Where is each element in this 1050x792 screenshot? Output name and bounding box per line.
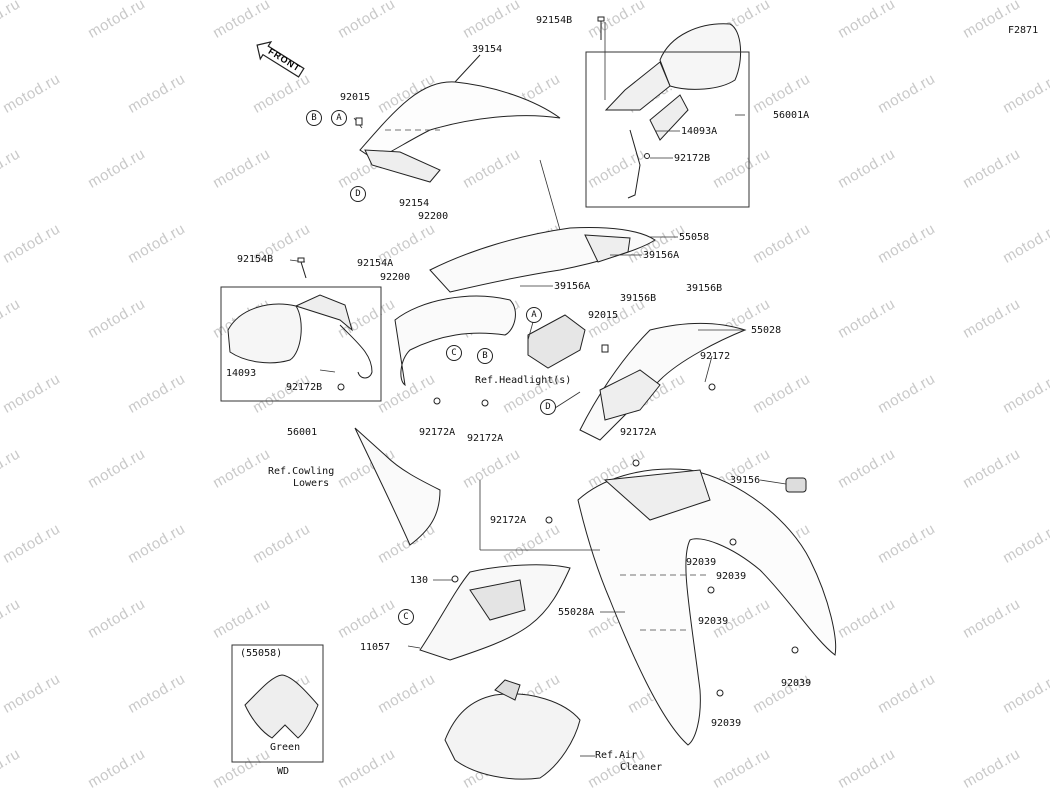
label-14093a: 14093A <box>681 126 718 137</box>
callout-b-2: B <box>477 348 493 364</box>
ref-cowling-lowers-1: Ref.Cowling <box>268 466 335 477</box>
label-130: 130 <box>410 575 429 586</box>
ref-air-cleaner-1: Ref.Air <box>595 750 638 761</box>
headlight-part <box>527 314 586 369</box>
side-cowl-part <box>577 468 837 746</box>
label-92172a-c: 92172A <box>620 427 657 438</box>
label-92015-top: 92015 <box>340 92 371 103</box>
label-green: Green <box>270 742 301 753</box>
label-55058-paren: (55058) <box>240 648 283 659</box>
label-92039-d: 92039 <box>781 678 812 689</box>
label-92039-a: 92039 <box>686 557 717 568</box>
callout-d-2: D <box>540 399 556 415</box>
label-56001a: 56001A <box>773 110 810 121</box>
front-arrow: FRONT <box>250 34 306 80</box>
ref-headlights: Ref.Headlight(s) <box>475 375 572 386</box>
callout-d: D <box>350 186 366 202</box>
mirror-left-part <box>227 303 302 364</box>
label-wd: WD <box>277 766 290 777</box>
label-39156a-b: 39156A <box>554 281 591 292</box>
label-92039-b: 92039 <box>716 571 747 582</box>
label-39154: 39154 <box>472 44 503 55</box>
label-92015-mid: 92015 <box>588 310 619 321</box>
callout-c-2: C <box>398 609 414 625</box>
air-cleaner-part <box>444 693 581 780</box>
label-92154: 92154 <box>399 198 430 209</box>
label-55058: 55058 <box>679 232 710 243</box>
label-92172a-b: 92172A <box>467 433 504 444</box>
label-39156b-a: 39156B <box>620 293 657 304</box>
label-39156a-a: 39156A <box>643 250 680 261</box>
inner-right-part <box>579 322 747 441</box>
label-92039-e: 92039 <box>711 718 742 729</box>
label-56001: 56001 <box>287 427 318 438</box>
ref-cowling-lowers-2: Lowers <box>293 478 330 489</box>
label-92200-a: 92200 <box>418 211 449 222</box>
label-92154b-top: 92154B <box>536 15 573 26</box>
mirror-right-part <box>659 23 742 90</box>
diagram-code: F2871 <box>1008 25 1039 36</box>
label-92172b-left: 92172B <box>286 382 323 393</box>
callout-b: B <box>306 110 322 126</box>
label-11057: 11057 <box>360 642 391 653</box>
callout-a: A <box>331 110 347 126</box>
callout-a-2: A <box>526 307 542 323</box>
label-92172a-d: 92172A <box>490 515 527 526</box>
label-92172b-right: 92172B <box>674 153 711 164</box>
front-arrow-icon <box>256 41 305 78</box>
label-55028: 55028 <box>751 325 782 336</box>
label-39156: 39156 <box>730 475 761 486</box>
callout-c: C <box>446 345 462 361</box>
label-92154a: 92154A <box>357 258 394 269</box>
windscreen-part <box>359 81 561 161</box>
label-55028a: 55028A <box>558 607 595 618</box>
label-92039-c: 92039 <box>698 616 729 627</box>
label-92154b-left: 92154B <box>237 254 274 265</box>
inner-cover-part <box>394 295 516 387</box>
ref-air-cleaner-2: Cleaner <box>620 762 663 773</box>
label-14093: 14093 <box>226 368 257 379</box>
label-39156b-b: 39156B <box>686 283 723 294</box>
label-92200-b: 92200 <box>380 272 411 283</box>
label-92172a-a: 92172A <box>419 427 456 438</box>
wd-part <box>244 674 319 739</box>
cowling-lower-part <box>354 427 441 546</box>
label-92172: 92172 <box>700 351 731 362</box>
